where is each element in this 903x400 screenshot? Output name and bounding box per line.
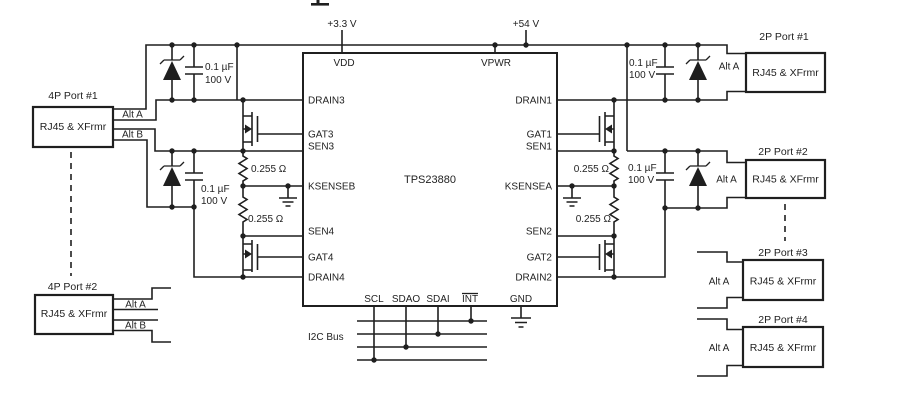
- ic-pin-drain2: DRAIN2: [515, 273, 552, 284]
- cap-rating-left-lower: 100 V: [201, 196, 227, 207]
- cap-rating-left-upper: 100 V: [205, 75, 231, 86]
- ic-tps23880: TPS23880 VDD VPWR DRAIN3 GAT3 SEN3 KSENS…: [302, 52, 558, 307]
- mosfet-channel4: [242, 236, 259, 277]
- ic-pin-sen4: SEN4: [308, 227, 335, 238]
- ic-pin-sdao: SDAO: [392, 294, 421, 305]
- ic-pin-drain3: DRAIN3: [308, 96, 345, 107]
- port-2p-1-box-label: RJ45 & XFrmr: [752, 67, 819, 79]
- sense-resistor-left-lower: [237, 186, 249, 236]
- capacitor-left-upper: [185, 45, 203, 100]
- port-2p-4-box-label: RJ45 & XFrmr: [750, 342, 817, 354]
- port-2p-4: 2P Port #4 RJ45 & XFrmr Alt A: [709, 314, 825, 369]
- port-4p-1: 4P Port #1 RJ45 & XFrmr Alt A Alt B: [31, 90, 143, 149]
- i2c-bus: [357, 306, 487, 361]
- port-4p-1-alt-b: Alt B: [122, 130, 143, 141]
- capacitor-right-lower: [656, 151, 674, 208]
- wires: [113, 30, 746, 377]
- port-4p-2-alt-a: Alt A: [125, 300, 146, 311]
- sense-resistor-right-upper: [608, 151, 620, 186]
- mosfet-channel3: [242, 100, 259, 151]
- junction-dots: [169, 42, 701, 363]
- ic-pin-drain1: DRAIN1: [515, 96, 552, 107]
- sense-resistor-left-upper: [237, 151, 249, 186]
- port-2p-1: 2P Port #1 RJ45 & XFrmr Alt A: [719, 31, 827, 94]
- resistor-value-right-upper: 0.255 Ω: [574, 164, 610, 175]
- port-2p-2-title: 2P Port #2: [758, 146, 808, 158]
- ic-name: TPS23880: [404, 174, 456, 186]
- port-2p-3: 2P Port #3 RJ45 & XFrmr Alt A: [709, 247, 825, 302]
- ic-pin-gat1: GAT1: [527, 130, 553, 141]
- port-2p-3-alt-a: Alt A: [709, 277, 730, 288]
- ic-pin-int: INT: [462, 294, 478, 305]
- resistor-value-left-upper: 0.255 Ω: [251, 164, 287, 175]
- ground-symbol-ksenseb: [279, 186, 297, 207]
- ic-pin-drain4: DRAIN4: [308, 273, 345, 284]
- supply-54v-label: +54 V: [513, 19, 540, 30]
- resistor-value-right-lower: 0.255 Ω: [576, 214, 612, 225]
- ground-symbol-gnd-pin: [511, 306, 531, 328]
- ground-symbol-ksensea: [563, 186, 581, 207]
- mosfet-channel1: [598, 100, 615, 151]
- ic-pin-vpwr: VPWR: [481, 58, 511, 69]
- ic-pin-sen2: SEN2: [526, 227, 553, 238]
- port-4p-2-box-label: RJ45 & XFrmr: [41, 308, 108, 320]
- ic-pin-ksensea: KSENSEA: [505, 182, 553, 193]
- port-4p-2: 4P Port #2 RJ45 & XFrmr Alt A Alt B: [33, 281, 146, 336]
- i2c-bus-label: I2C Bus: [308, 332, 344, 343]
- cap-value-right-lower: 0.1 µF: [628, 163, 657, 174]
- capacitor-left-lower: [185, 151, 203, 181]
- tvs-diode-left-lower: [159, 151, 185, 207]
- ic-pin-gat2: GAT2: [527, 253, 553, 264]
- port-4p-2-title: 4P Port #2: [48, 281, 98, 293]
- port-4p-1-alt-a: Alt A: [122, 110, 143, 121]
- ic-pin-scl: SCL: [364, 294, 384, 305]
- page-artifact: [311, 0, 329, 6]
- resistor-value-left-lower: 0.255 Ω: [248, 214, 284, 225]
- cap-value-left-upper: 0.1 µF: [205, 62, 234, 73]
- ic-pin-gnd: GND: [510, 294, 532, 305]
- ic-pin-ksenseb: KSENSEB: [308, 182, 356, 193]
- port-4p-1-title: 4P Port #1: [48, 90, 98, 102]
- ic-pin-vdd: VDD: [333, 58, 354, 69]
- mosfet-channel2: [598, 236, 615, 277]
- cap-rating-right-upper: 100 V: [629, 70, 655, 81]
- ic-pin-gat3: GAT3: [308, 130, 334, 141]
- port-2p-1-title: 2P Port #1: [759, 31, 809, 43]
- cap-value-left-lower: 0.1 µF: [201, 184, 230, 195]
- supply-3v3-label: +3.3 V: [327, 19, 357, 30]
- port-2p-1-alt-a: Alt A: [719, 62, 740, 73]
- ic-pin-sdai: SDAI: [426, 294, 449, 305]
- ic-pin-sen1: SEN1: [526, 142, 553, 153]
- tvs-diode-right-lower: [685, 151, 711, 208]
- ic-pin-gat4: GAT4: [308, 253, 334, 264]
- cap-value-right-upper: 0.1 µF: [629, 58, 658, 69]
- port-2p-3-box-label: RJ45 & XFrmr: [750, 276, 817, 288]
- port-2p-2: 2P Port #2 RJ45 & XFrmr Alt A: [716, 146, 827, 200]
- ic-pin-sen3: SEN3: [308, 142, 335, 153]
- port-4p-1-box-label: RJ45 & XFrmr: [40, 121, 107, 133]
- cap-rating-right-lower: 100 V: [628, 175, 654, 186]
- port-2p-2-box-label: RJ45 & XFrmr: [752, 174, 819, 186]
- sense-resistor-right-lower: [608, 186, 620, 236]
- port-2p-4-alt-a: Alt A: [709, 343, 730, 354]
- component-labels: 0.1 µF 100 V 0.1 µF 100 V 0.1 µF 100 V 0…: [201, 58, 658, 343]
- capacitor-right-upper: [656, 45, 674, 100]
- port-4p-2-alt-b: Alt B: [125, 321, 146, 332]
- port-2p-4-title: 2P Port #4: [758, 314, 808, 326]
- port-2p-2-alt-a: Alt A: [716, 175, 737, 186]
- tvs-diode-left-upper: [159, 45, 185, 100]
- port-2p-3-title: 2P Port #3: [758, 247, 808, 259]
- tvs-diode-right-upper: [685, 45, 711, 100]
